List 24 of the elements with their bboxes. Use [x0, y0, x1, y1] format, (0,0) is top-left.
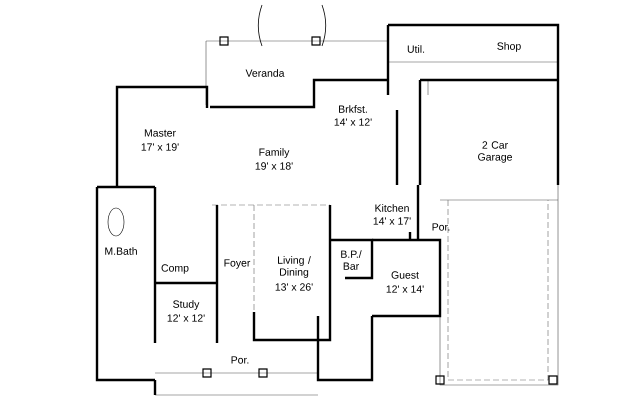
room-label: 12' x 12' [168, 314, 205, 322]
room-label: Study [173, 300, 200, 310]
room-label: Brkfst. [339, 105, 367, 113]
room-label: Guest [392, 271, 419, 279]
room-label: Por. [232, 356, 248, 364]
room-label: B.P./ Bar [341, 250, 362, 270]
room-label: 19' x 18' [256, 162, 293, 170]
room-label: 12' x 14' [386, 285, 424, 293]
room-label: 14' x 12' [334, 118, 372, 126]
room-label: Master [144, 129, 176, 137]
room-label: Veranda [246, 69, 284, 77]
room-label: M.Bath [105, 247, 137, 255]
room-label: Foyer [224, 259, 250, 269]
room-label: Family [259, 148, 290, 158]
room-label: Por. [432, 223, 450, 231]
room-label: Shop [497, 42, 521, 52]
room-label: 17' x 19' [142, 143, 179, 151]
room-label: Living / Dining [278, 256, 311, 278]
room-label: Util. [408, 45, 424, 53]
room-label: 2 Car Garage [478, 141, 512, 163]
room-label: Kitchen [375, 204, 409, 212]
room-label: 14' x 17' [374, 217, 411, 225]
room-label: Comp [162, 264, 188, 274]
room-label: 13' x 26' [276, 283, 313, 291]
